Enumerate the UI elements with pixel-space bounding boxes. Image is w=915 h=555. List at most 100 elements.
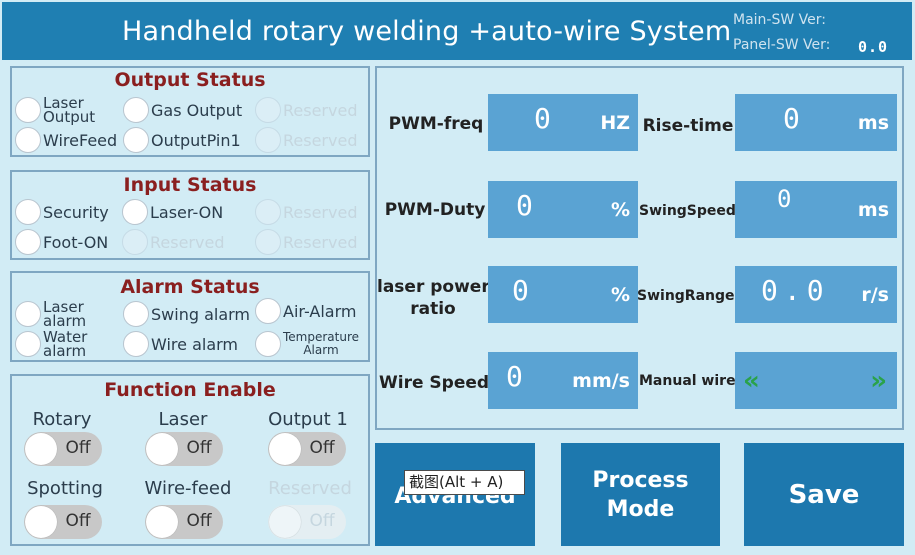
indicator-air-alarm: Air-Alarm — [255, 297, 356, 325]
main-sw-version-label: Main-SW Ver: — [733, 12, 826, 28]
spotting-toggle[interactable]: Off — [24, 505, 102, 539]
status-led — [15, 97, 41, 123]
toggle-knob — [25, 506, 57, 538]
swing-range-field[interactable]: 0.0 r/s — [735, 266, 897, 323]
status-led — [15, 301, 41, 327]
indicator-temperature-alarm: Temperature Alarm — [255, 330, 359, 358]
indicator-wire-alarm: Wire alarm — [123, 330, 238, 358]
status-led — [122, 229, 148, 255]
pwm-duty-value: 0 — [516, 189, 539, 222]
toggle-knob — [146, 433, 178, 465]
indicator-laser-alarm: Laser alarm — [15, 298, 87, 330]
pwm-duty-field[interactable]: 0 % — [488, 181, 638, 238]
chevron-double-left-icon[interactable]: « — [743, 366, 760, 396]
indicator-label: Reserved — [283, 100, 358, 120]
screenshot-tooltip: 截图(Alt + A) — [404, 470, 525, 495]
status-led — [255, 229, 281, 255]
laser-label: Laser — [158, 409, 208, 430]
toggle-state: Off — [65, 438, 91, 458]
rise-time-field[interactable]: 0 ms — [735, 94, 897, 151]
indicator-gas-output: Gas Output — [123, 96, 242, 124]
pwm-freq-label: PWM-freq — [388, 114, 484, 134]
toggle-state: Off — [309, 438, 335, 458]
laser-power-ratio-value: 0 — [512, 274, 535, 307]
indicator-label: Water alarm — [43, 328, 88, 360]
laser-power-ratio-label: laser power ratio — [377, 277, 490, 319]
status-led — [15, 331, 41, 357]
swing-speed-value: 0 — [777, 185, 798, 213]
pwm-freq-unit: HZ — [600, 112, 630, 134]
pwm-duty-label: PWM-Duty — [384, 200, 486, 220]
toggle-state: Off — [186, 511, 212, 531]
indicator-reserved: Reserved — [255, 126, 357, 154]
status-led — [255, 199, 281, 225]
indicator-label: OutputPin1 — [151, 130, 241, 150]
laser-power-ratio-field[interactable]: 0 % — [488, 266, 638, 323]
indicator-water-alarm: Water alarm — [15, 328, 88, 360]
wire-speed-value: 0 — [506, 360, 529, 393]
indicator-label: Reserved — [283, 130, 358, 150]
toggle-knob — [269, 433, 301, 465]
toggle-knob — [269, 506, 301, 538]
swing-speed-unit: ms — [857, 199, 889, 221]
status-led — [15, 127, 41, 153]
status-led — [123, 301, 149, 327]
parameter-panel: PWM-freq 0 HZ Rise-time 0 ms PWM-Duty 0 … — [375, 66, 904, 430]
wire-feed-toggle[interactable]: Off — [145, 505, 223, 539]
indicator-label: Reserved — [150, 232, 225, 252]
indicator-label: Gas Output — [151, 100, 243, 120]
indicator-label: Reserved — [283, 202, 358, 222]
toggle-knob — [146, 506, 178, 538]
output-status-panel: Output Status Laser Output Gas Output Re… — [10, 66, 370, 157]
wire-feed-label: Wire-feed — [144, 478, 232, 499]
status-led — [255, 298, 281, 324]
pwm-freq-field[interactable]: 0 HZ — [488, 94, 638, 151]
process-mode-button[interactable]: Process Mode — [561, 443, 720, 546]
toggle-state: Off — [309, 511, 335, 531]
swing-speed-label: SwingSpeed — [639, 203, 736, 219]
toggle-state: Off — [65, 511, 91, 531]
indicator-reserved: Reserved — [122, 228, 224, 256]
status-led — [255, 331, 281, 357]
indicator-reserved: Reserved — [255, 198, 357, 226]
indicator-outputpin1: OutputPin1 — [123, 126, 241, 154]
indicator-label: Swing alarm — [151, 304, 251, 324]
rise-time-unit: ms — [857, 112, 889, 134]
manual-wire-field: « » — [735, 352, 897, 409]
swing-range-label: SwingRange — [637, 288, 735, 304]
rotary-toggle[interactable]: Off — [24, 432, 102, 466]
indicator-label: Wire alarm — [151, 334, 239, 354]
status-led — [123, 127, 149, 153]
toggle-state: Off — [186, 438, 212, 458]
function-enable-panel: Function Enable Rotary Off Laser Off Out… — [10, 374, 370, 546]
swing-range-value: 0.0 — [761, 274, 830, 307]
indicator-label: Foot-ON — [43, 232, 109, 252]
chevron-double-right-icon[interactable]: » — [870, 366, 887, 396]
rise-time-label: Rise-time — [642, 116, 734, 136]
pwm-duty-unit: % — [610, 199, 630, 221]
wire-speed-field[interactable]: 0 mm/s — [488, 352, 638, 409]
alarm-status-title: Alarm Status — [120, 276, 260, 298]
indicator-foot-on: Foot-ON — [15, 228, 108, 256]
indicator-label: Temperature Alarm — [283, 330, 360, 357]
output-1-label: Output 1 — [268, 409, 348, 430]
output-1-toggle[interactable]: Off — [268, 432, 346, 466]
app-title: Handheld rotary welding +auto-wire Syste… — [122, 16, 732, 47]
function-enable-title: Function Enable — [104, 379, 276, 401]
wire-speed-label: Wire Speed — [379, 373, 490, 393]
panel-sw-version-value: 0.0 — [858, 38, 889, 56]
indicator-label: Reserved — [283, 232, 358, 252]
input-status-panel: Input Status Security Laser-ON Reserved … — [10, 170, 370, 260]
swing-speed-field[interactable]: 0 ms — [735, 181, 897, 238]
laser-toggle[interactable]: Off — [145, 432, 223, 466]
swing-range-unit: r/s — [861, 284, 889, 306]
alarm-status-panel: Alarm Status Laser alarm Swing alarm Air… — [10, 271, 370, 362]
input-status-title: Input Status — [123, 174, 257, 196]
laser-power-ratio-unit: % — [610, 284, 630, 306]
indicator-label: Laser alarm — [43, 298, 87, 330]
indicator-label: Laser-ON — [150, 202, 224, 222]
reserved-label: Reserved — [268, 478, 352, 499]
rise-time-value: 0 — [783, 102, 806, 135]
indicator-wirefeed: WireFeed — [15, 126, 117, 154]
save-button[interactable]: Save — [744, 443, 904, 546]
